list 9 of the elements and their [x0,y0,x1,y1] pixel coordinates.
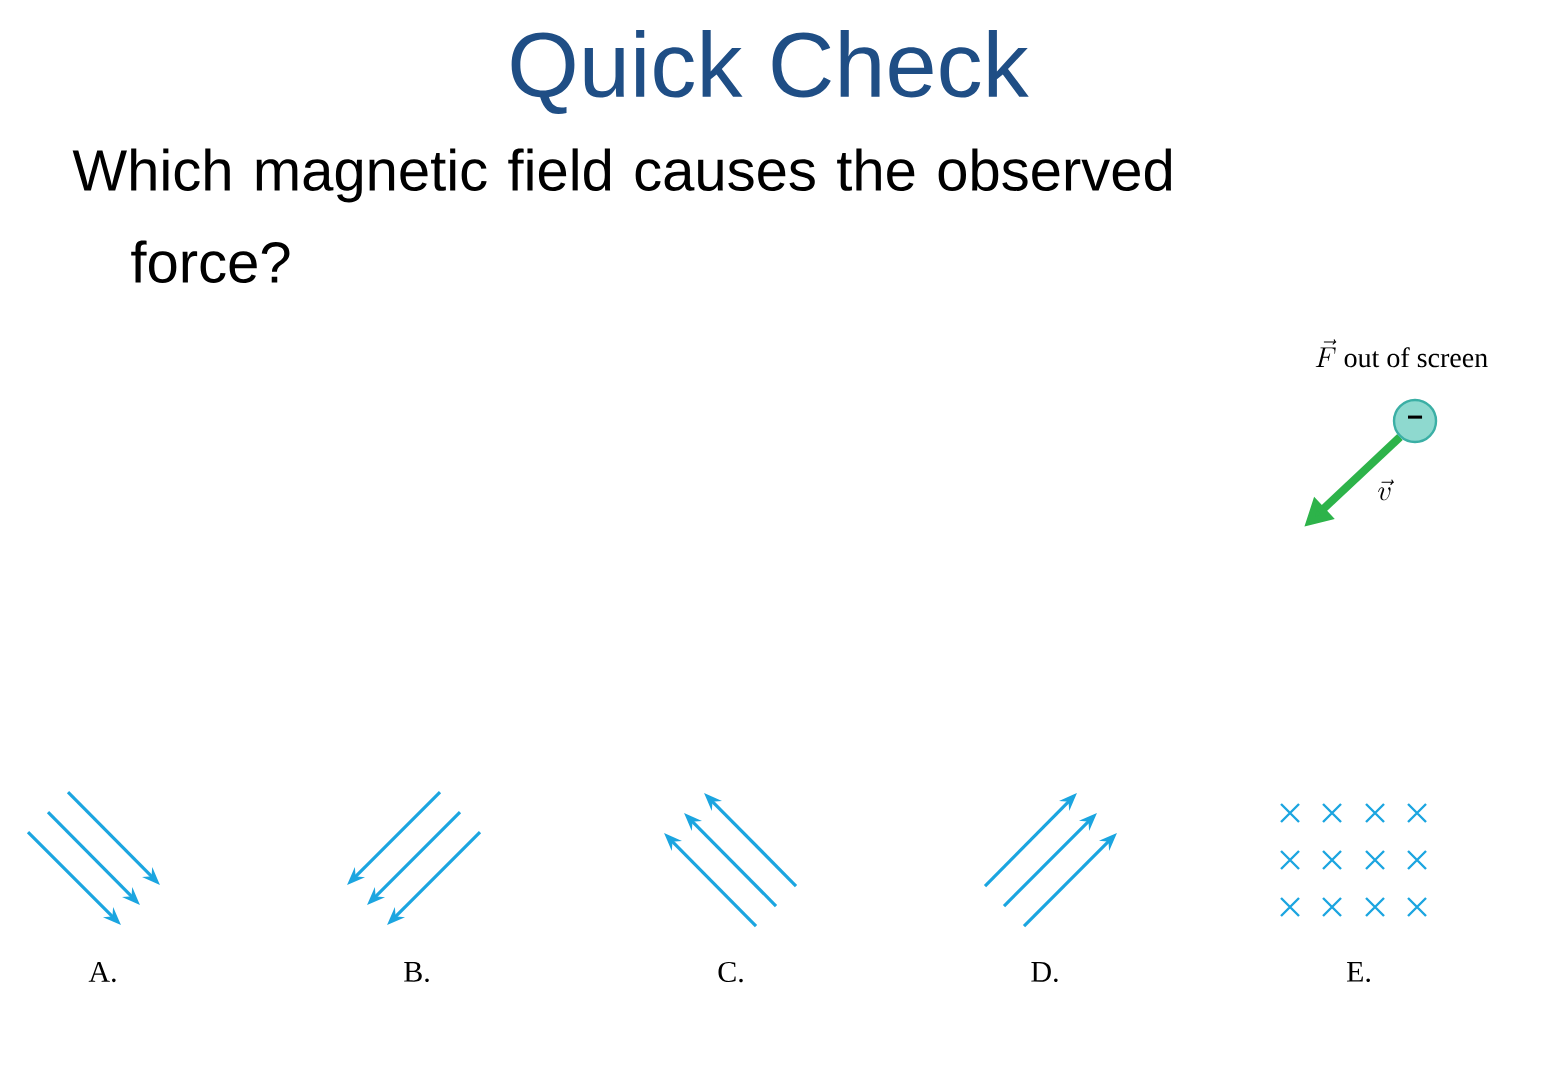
option-label: A. [88,961,116,983]
title: Quick Check [511,30,1029,114]
option-label: B. [404,962,429,983]
option-label: E. [1347,962,1370,983]
option-label: C. [718,961,743,983]
question-text: Which magnetic field causes the observed force? [72,148,1171,283]
force-label: $\vec{F}$ out of screen [1315,339,1488,368]
velocity-label: $\vec{v}$ [1378,479,1394,501]
option-label: D. [1031,962,1058,983]
